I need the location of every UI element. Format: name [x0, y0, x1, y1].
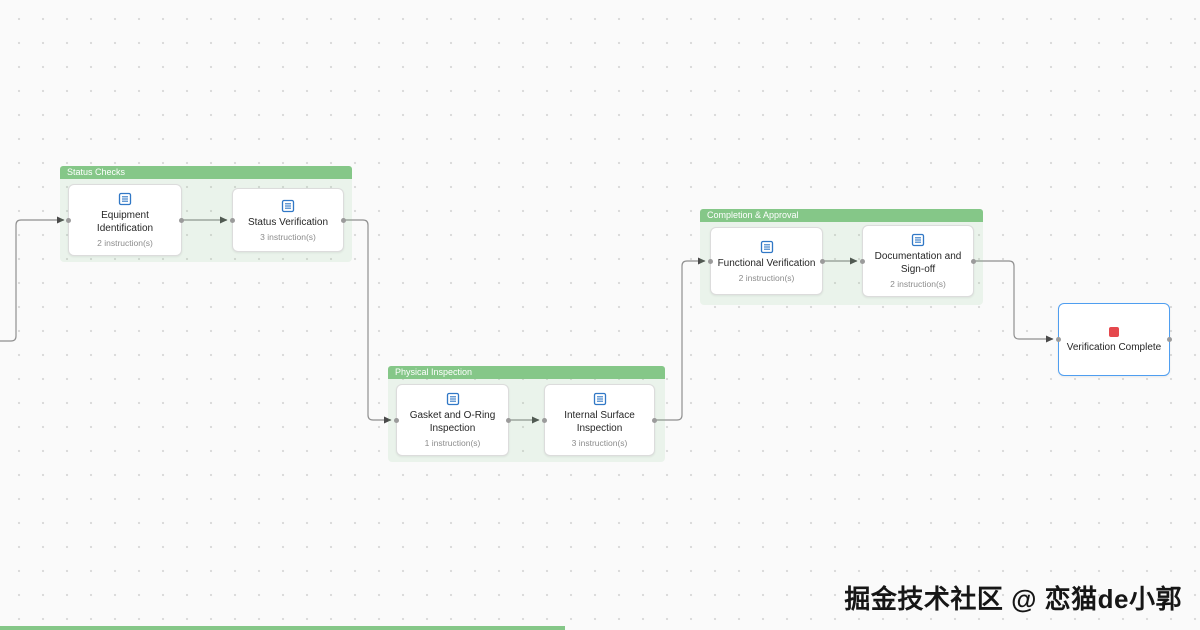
handle-left[interactable]: [542, 417, 547, 423]
node-internal-surface-inspection[interactable]: Internal Surface Inspection 3 instructio…: [542, 384, 657, 456]
handle-left[interactable]: [1056, 337, 1061, 342]
node-subtitle: 3 instruction(s): [260, 231, 316, 242]
checklist-icon: [911, 233, 925, 247]
handle-right[interactable]: [820, 258, 825, 264]
edge-documentation-to-complete[interactable]: [974, 260, 1054, 343]
checklist-icon: [446, 392, 460, 406]
handle-right[interactable]: [506, 417, 511, 423]
checklist-icon: [593, 392, 607, 406]
node-equipment-identification[interactable]: Equipment Identification 2 instruction(s…: [66, 184, 184, 256]
node-subtitle: 2 instruction(s): [97, 238, 153, 248]
node-status-verification[interactable]: Status Verification 3 instruction(s): [230, 188, 346, 252]
handle-right[interactable]: [1167, 337, 1172, 342]
handle-right[interactable]: [179, 217, 184, 223]
node-functional-verification[interactable]: Functional Verification 2 instruction(s): [708, 227, 825, 295]
handle-right[interactable]: [971, 258, 976, 264]
checklist-icon: [118, 192, 132, 206]
handle-left[interactable]: [66, 217, 71, 223]
node-title: Functional Verification: [717, 257, 816, 269]
handle-left[interactable]: [708, 258, 713, 264]
node-title: Documentation and Sign-off: [874, 251, 962, 275]
node-title: Gasket and O-Ring Inspection: [409, 410, 496, 434]
handle-right[interactable]: [652, 417, 657, 423]
node-gasket-and-o-ring-inspection[interactable]: Gasket and O-Ring Inspection 1 instructi…: [394, 384, 511, 456]
handle-left[interactable]: [230, 217, 235, 223]
node-documentation-and-sign-off[interactable]: Documentation and Sign-off 2 instruction…: [860, 225, 976, 297]
node-subtitle: 2 instruction(s): [738, 272, 795, 283]
handle-left[interactable]: [860, 258, 865, 264]
node-subtitle: 1 instruction(s): [424, 438, 481, 448]
node-subtitle: 2 instruction(s): [890, 279, 946, 289]
node-title: Verification Complete: [1066, 341, 1162, 353]
node-title: Equipment Identification: [96, 210, 154, 234]
stop-icon: [1108, 326, 1120, 338]
node-title: Status Verification: [247, 216, 329, 228]
handle-right[interactable]: [341, 217, 346, 223]
group-label: Status Checks: [60, 166, 352, 179]
node-verification-complete[interactable]: Verification Complete: [1056, 303, 1172, 376]
node-title: Internal Surface Inspection: [564, 410, 635, 434]
bottom-green-strip: [0, 626, 565, 630]
group-label: Completion & Approval: [700, 209, 983, 222]
group-label: Physical Inspection: [388, 366, 665, 379]
node-subtitle: 3 instruction(s): [571, 438, 628, 448]
edge-entry[interactable]: [0, 216, 65, 342]
watermark-text: 掘金技术社区 @ 恋猫de小郭: [844, 584, 1182, 614]
handle-left[interactable]: [394, 417, 399, 423]
checklist-icon: [281, 199, 295, 213]
checklist-icon: [760, 240, 774, 254]
